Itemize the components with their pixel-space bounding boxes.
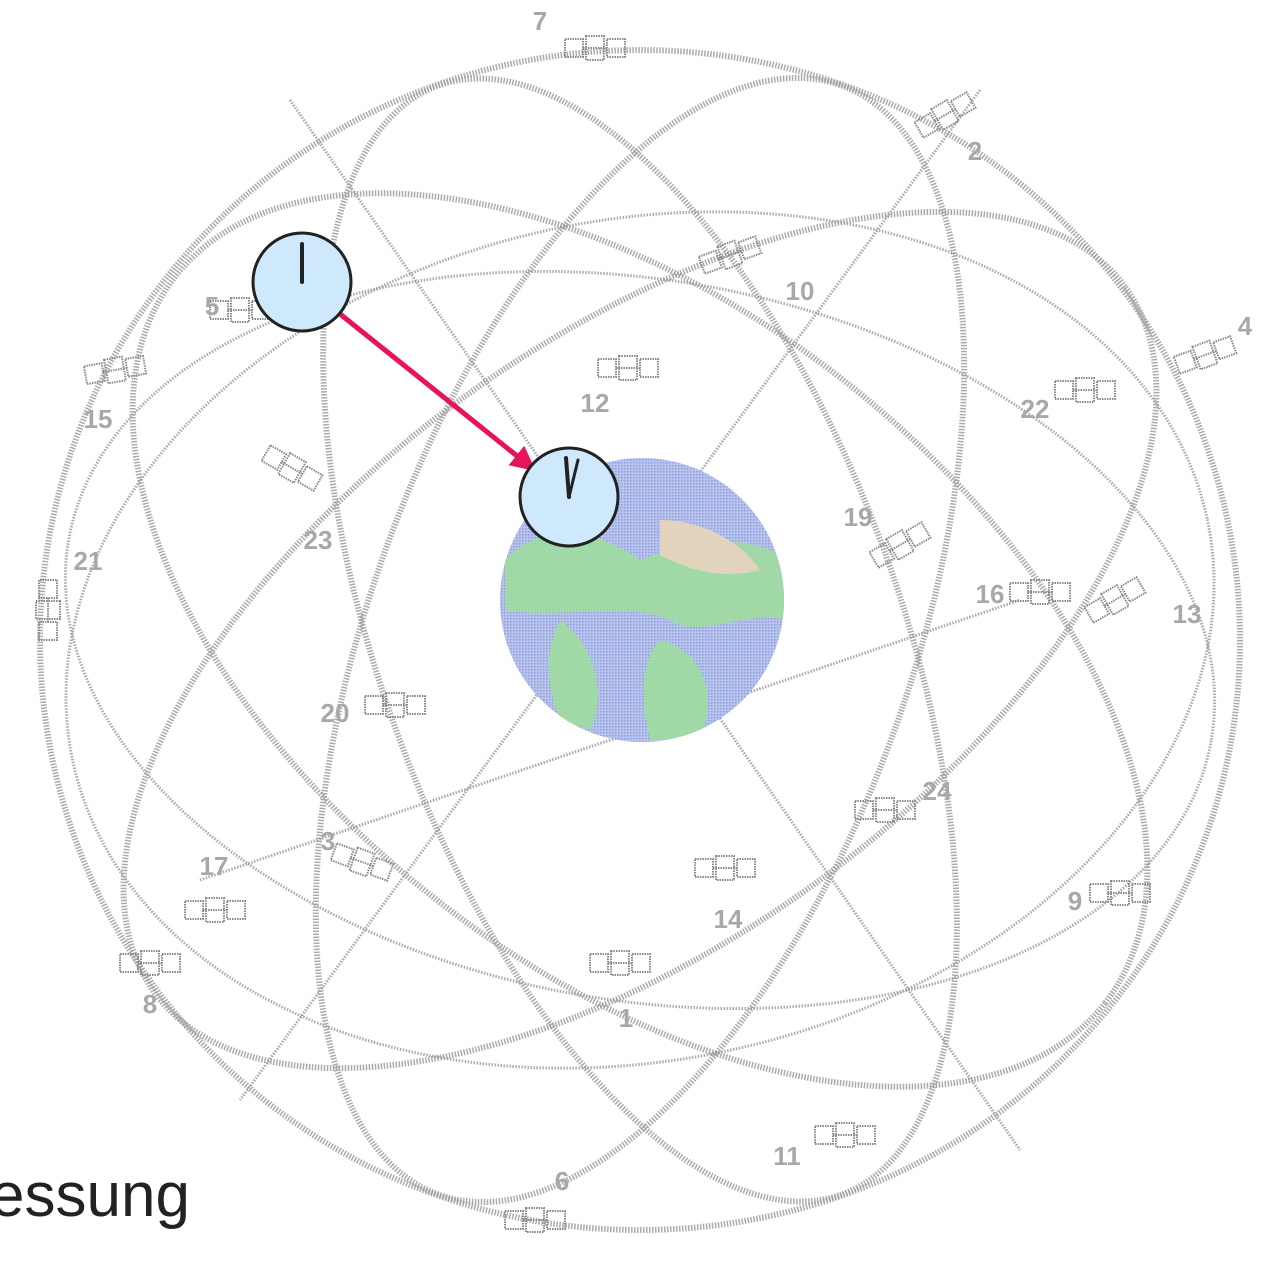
- satellite-number-1: 1: [619, 1003, 633, 1033]
- satellite-number-12: 12: [581, 388, 610, 418]
- satellite-8: [119, 950, 181, 976]
- signal-arrow: [338, 312, 536, 472]
- satellite-19: [868, 520, 932, 570]
- satellite-number-17: 17: [200, 851, 229, 881]
- satellite-icon: [589, 950, 651, 976]
- satellite-icon: [504, 1207, 566, 1233]
- satellite-number-20: 20: [321, 698, 350, 728]
- satellite-number-14: 14: [714, 904, 743, 934]
- satellite-6: [504, 1207, 566, 1233]
- satellite-13: [1083, 575, 1147, 625]
- satellite-21: [35, 579, 61, 641]
- satellite-number-2: 2: [968, 136, 982, 166]
- orbit-d: [312, 74, 968, 1206]
- satellite-icon: [1009, 579, 1071, 605]
- orbit-a: [129, 190, 1151, 1090]
- satellite-icon: [814, 1122, 876, 1148]
- satellite-icon: [597, 355, 659, 381]
- satellite-23: [260, 443, 324, 493]
- satellite-icon: [209, 297, 271, 323]
- satellite-icon: [1054, 377, 1116, 403]
- receiver-clock-hand-1: [564, 456, 571, 499]
- satellite-icon: [694, 855, 756, 881]
- satellite-number-11: 11: [773, 1141, 801, 1171]
- caption-text: essung: [0, 1161, 190, 1230]
- orbit-c: [320, 75, 960, 1205]
- satellite-icon: [35, 579, 61, 641]
- orbit-e: [63, 269, 1217, 1011]
- receiver-clock: [518, 446, 620, 548]
- satellite-number-6: 6: [555, 1166, 569, 1196]
- satellite-3: [329, 842, 395, 882]
- satellite-number-15: 15: [84, 404, 113, 434]
- satellite-24: [854, 797, 916, 823]
- satellite-1: [589, 950, 651, 976]
- satellite-icon: [854, 797, 916, 823]
- orbit-b: [120, 208, 1160, 1072]
- satellite-number-10: 10: [786, 276, 815, 306]
- satellite-icon: [868, 520, 932, 570]
- orbit-line-3: [199, 598, 1021, 882]
- satellite-9: [1089, 880, 1151, 906]
- satellite-number-16: 16: [976, 579, 1005, 609]
- satellite-5: [209, 297, 271, 323]
- satellite-icon: [1172, 335, 1238, 375]
- satellite-4: [1172, 335, 1238, 375]
- satellite-icon: [1083, 575, 1147, 625]
- satellite-number-8: 8: [143, 989, 157, 1019]
- satellite-icon: [119, 950, 181, 976]
- satellite-icon: [364, 692, 426, 718]
- satellite-icon: [184, 897, 246, 923]
- satellite-number-3: 3: [321, 826, 335, 856]
- satellite-14: [694, 855, 756, 881]
- satellite-number-5: 5: [205, 291, 219, 321]
- satellite-7: [564, 35, 626, 61]
- satellite-22: [1054, 377, 1116, 403]
- satellite-number-9: 9: [1068, 886, 1082, 916]
- satellite-icon: [564, 35, 626, 61]
- satellite-icon: [1089, 880, 1151, 906]
- satellite-number-23: 23: [304, 525, 333, 555]
- satellite-12: [597, 355, 659, 381]
- satellite-clock: [251, 231, 353, 333]
- satellite-number-21: 21: [74, 546, 103, 576]
- satellite-number-24: 24: [923, 776, 952, 806]
- satellite-number-7: 7: [533, 6, 547, 36]
- satellite-icon: [329, 842, 395, 882]
- satellite-number-19: 19: [844, 502, 873, 532]
- satellite-16: [1009, 579, 1071, 605]
- satellite-number-22: 22: [1021, 394, 1050, 424]
- satellite-number-13: 13: [1173, 599, 1202, 629]
- satellite-icon: [260, 443, 324, 493]
- satellite-17: [184, 897, 246, 923]
- satellite-number-4: 4: [1238, 311, 1253, 341]
- receiver-clock-hand-2: [567, 458, 580, 499]
- satellite-11: [814, 1122, 876, 1148]
- earth: [500, 458, 784, 742]
- satellite-20: [364, 692, 426, 718]
